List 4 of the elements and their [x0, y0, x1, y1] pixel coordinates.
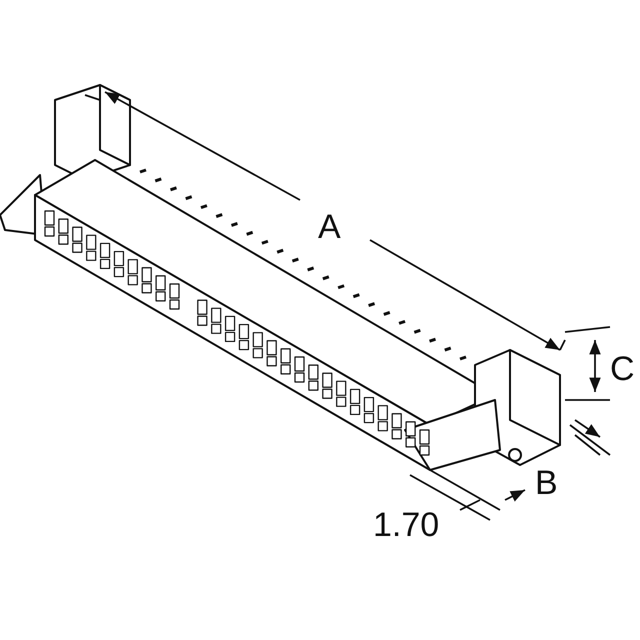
- dimension-label: B: [535, 466, 558, 500]
- dimension-label: C: [610, 352, 635, 386]
- dimension-label: A: [318, 210, 341, 244]
- dimension-label: 1.70: [373, 508, 440, 542]
